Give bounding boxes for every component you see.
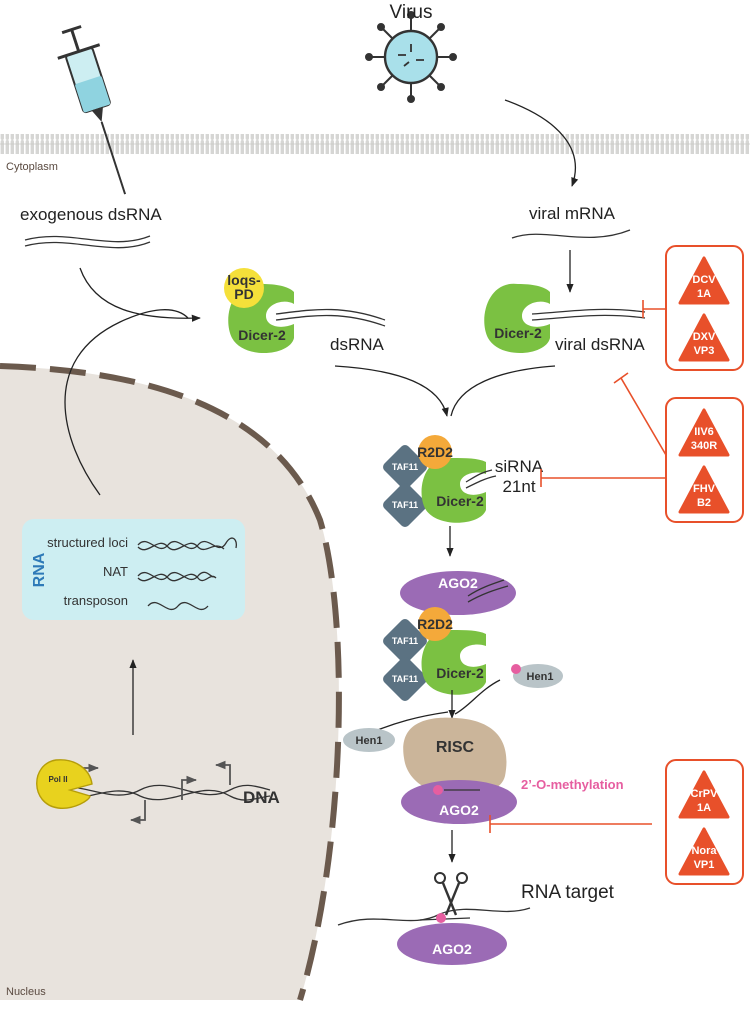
scissors-icon: [434, 872, 468, 916]
dna-transcription: Pol II: [36, 759, 271, 825]
sirna-length-label: 21nt: [502, 477, 535, 496]
viral-dsrna-label: viral dsRNA: [555, 335, 645, 354]
inhibitor-iiv6-line2: 340R: [691, 440, 717, 452]
inhibitor-group-3: CrPV 1A Nora VP1: [665, 759, 744, 885]
inhibitor-dcv-line2: 1A: [697, 288, 711, 300]
inhibitor-nora-line2: VP1: [694, 859, 715, 871]
ago2-loading-complex: AGO2 TAF11 TAF11 Dicer-2 R2D2: [383, 571, 516, 701]
loqs-line1: loqs-: [227, 272, 261, 288]
r2d2-label-complex2: R2D2: [417, 616, 453, 632]
ago2-label-target: AGO2: [432, 941, 472, 957]
arrow-viral-dsrna-to-complex: [450, 365, 556, 417]
pol2-enzyme: Pol II: [36, 759, 93, 809]
hen1-label-released: Hen1: [356, 735, 383, 747]
dicer2-label-complex2: Dicer-2: [436, 665, 484, 681]
r2d2-dicer2-taf11-complex: TAF11 TAF11 Dicer-2 R2D2: [383, 435, 497, 527]
cell-membrane: [0, 134, 750, 154]
dicer2-label-complex1: Dicer-2: [436, 493, 484, 509]
risc-label: RISC: [436, 739, 475, 756]
loqs-line2: PD: [234, 286, 253, 302]
exogenous-dsrna-strand: [24, 235, 151, 249]
hen1-incoming: Hen1: [511, 664, 563, 688]
inhibitor-dxv-line1: DXV: [693, 331, 716, 343]
inhibitor-fhv-line2: B2: [697, 497, 711, 509]
virus-label: Virus: [390, 2, 433, 23]
inhibitor-nora-line1: Nora: [691, 845, 717, 857]
inhibitor-dcv-line1: DCV: [692, 274, 716, 286]
rna-box: RNA structured loci NAT transposon: [22, 519, 245, 620]
hen1-released: Hen1: [343, 728, 395, 752]
arrow-virus-to-mrna: [504, 99, 579, 187]
inhibitor-dxv-line2: VP3: [694, 345, 715, 357]
arrow-hen1-join: [454, 679, 501, 715]
viral-mrna-strand: [511, 229, 631, 239]
taf11-label-b: TAF11: [392, 500, 418, 510]
sirna-label: siRNA: [495, 457, 544, 476]
dicer2-label-left: Dicer-2: [238, 327, 286, 343]
nucleus-label: Nucleus: [6, 986, 46, 998]
inhibitor-group-2: IIV6 340R FHV B2: [665, 397, 744, 523]
r2d2-label-complex1: R2D2: [417, 444, 453, 460]
ago2-label-loading: AGO2: [438, 575, 478, 591]
syringe-icon: [57, 25, 127, 195]
risc-complex: RISC AGO2: [401, 717, 517, 824]
rna-item-transposon: transposon: [64, 593, 128, 608]
rna-box-title: RNA: [31, 552, 48, 587]
arrow-rna-to-dicer: [64, 309, 189, 496]
exogenous-dsrna-label: exogenous dsRNA: [20, 205, 162, 224]
methylation-label: 2’-O-methylation: [521, 777, 624, 792]
pol2-label: Pol II: [48, 775, 67, 784]
virus-icon: [365, 11, 457, 103]
taf11-label-d: TAF11: [392, 674, 418, 684]
inhibitor-crpv-line1: CrPV: [691, 788, 719, 800]
arrow-dsrna-to-complex: [334, 365, 449, 417]
dicer2-viral-complex: Dicer-2: [484, 283, 646, 354]
rna-item-structured-loci: structured loci: [47, 535, 128, 550]
dicer2-loqs-complex: loqs- PD Dicer-2: [224, 268, 386, 354]
taf11-label-a: TAF11: [392, 462, 418, 472]
taf11-label-c: TAF11: [392, 636, 418, 646]
inhibitor-iiv6-line1: IIV6: [694, 426, 714, 438]
dicer2-label-right: Dicer-2: [494, 325, 542, 341]
nucleus: [0, 363, 342, 1001]
rna-target-label: RNA target: [521, 882, 615, 903]
target-cleavage: AGO2: [337, 872, 531, 965]
inhibition-lines: [489, 300, 667, 833]
ago2-label-risc: AGO2: [439, 802, 479, 818]
viral-mrna-label: viral mRNA: [529, 204, 616, 223]
cytoplasm-label: Cytoplasm: [6, 161, 58, 173]
dna-label: DNA: [243, 788, 280, 807]
rna-item-nat: NAT: [103, 564, 128, 579]
inhibitor-group-1: DCV 1A DXV VP3: [665, 245, 744, 371]
arrow-exogenous-to-dicer: [79, 267, 201, 322]
dsrna-label: dsRNA: [330, 335, 385, 354]
hen1-label-incoming: Hen1: [527, 671, 554, 683]
inhibitor-fhv-line1: FHV: [693, 483, 716, 495]
inhibitor-crpv-line2: 1A: [697, 802, 711, 814]
